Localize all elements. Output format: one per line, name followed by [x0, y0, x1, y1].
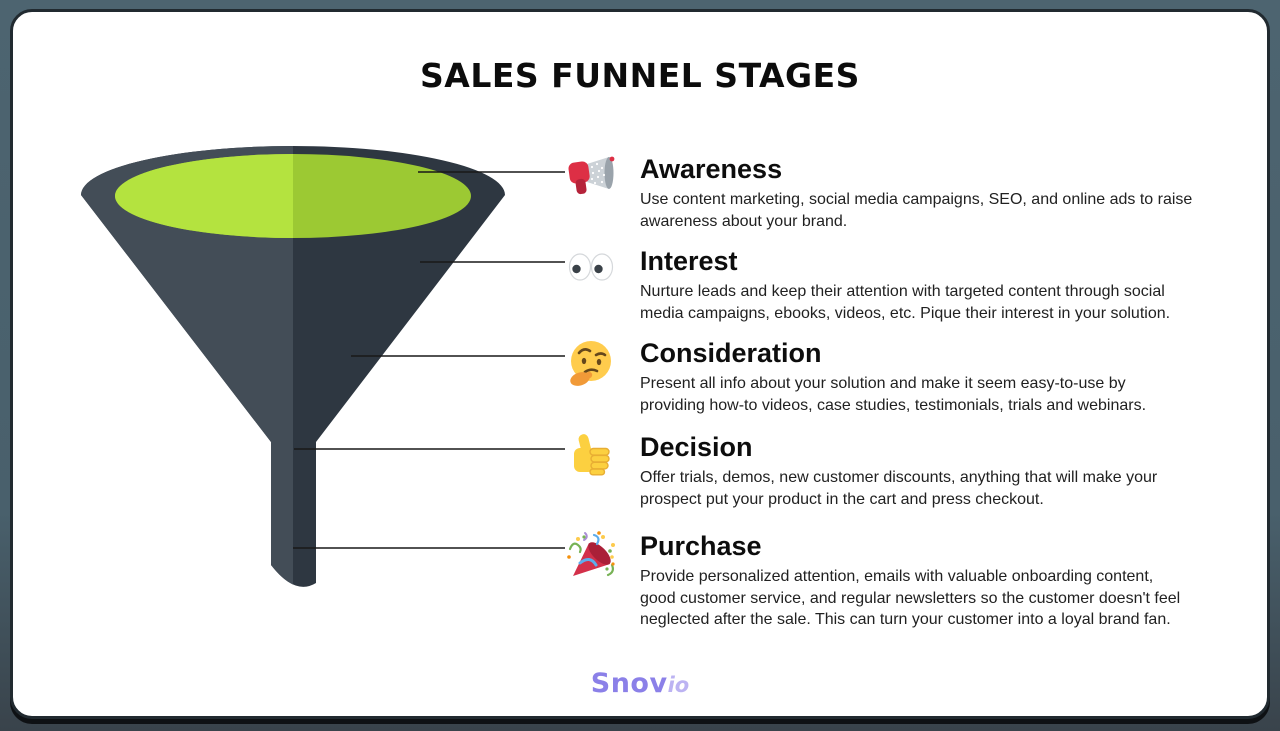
- stage-title: Awareness: [640, 154, 783, 184]
- brand-suffix: io: [667, 673, 690, 697]
- stage-title: Purchase: [640, 531, 762, 561]
- megaphone-icon: [566, 154, 616, 232]
- funnel-cone-left: [81, 146, 293, 585]
- brand-name: Snov: [590, 668, 668, 699]
- stage-text: Purchase Provide personalized attention,…: [640, 529, 1256, 631]
- stage-title: Decision: [640, 432, 753, 462]
- page-title: SALES FUNNEL STAGES: [420, 56, 860, 95]
- stage-text: Consideration Present all info about you…: [640, 336, 1256, 416]
- stage-text: Interest Nurture leads and keep their at…: [640, 244, 1256, 324]
- funnel-illustration: [81, 146, 565, 587]
- brand-logo: Snovio: [13, 668, 1267, 699]
- stage-description: Nurture leads and keep their attention w…: [640, 283, 1171, 322]
- stage-interest: Interest Nurture leads and keep their at…: [566, 244, 1256, 324]
- stage-title: Consideration: [640, 338, 822, 368]
- stage-consideration: Consideration Present all info about you…: [566, 336, 1256, 416]
- eyes-icon: [566, 246, 616, 324]
- infographic-card: SALES FUNNEL STAGES: [10, 9, 1270, 719]
- party-popper-icon: [566, 531, 616, 631]
- stage-purchase: Purchase Provide personalized attention,…: [566, 529, 1256, 631]
- stage-description: Use content marketing, social media camp…: [640, 191, 1193, 230]
- funnel-mouth-left: [115, 154, 293, 238]
- thumbs-up-icon: [566, 432, 616, 510]
- stage-awareness: Awareness Use content marketing, social …: [566, 152, 1256, 232]
- stage-title: Interest: [640, 246, 738, 276]
- stage-text: Awareness Use content marketing, social …: [640, 152, 1256, 232]
- stage-description: Offer trials, demos, new customer discou…: [640, 469, 1158, 508]
- stage-description: Provide personalized attention, emails w…: [640, 568, 1181, 628]
- thinking-face-icon: [566, 338, 616, 416]
- stage-description: Present all info about your solution and…: [640, 375, 1147, 414]
- stage-decision: Decision Offer trials, demos, new custom…: [566, 430, 1256, 510]
- stage-text: Decision Offer trials, demos, new custom…: [640, 430, 1256, 510]
